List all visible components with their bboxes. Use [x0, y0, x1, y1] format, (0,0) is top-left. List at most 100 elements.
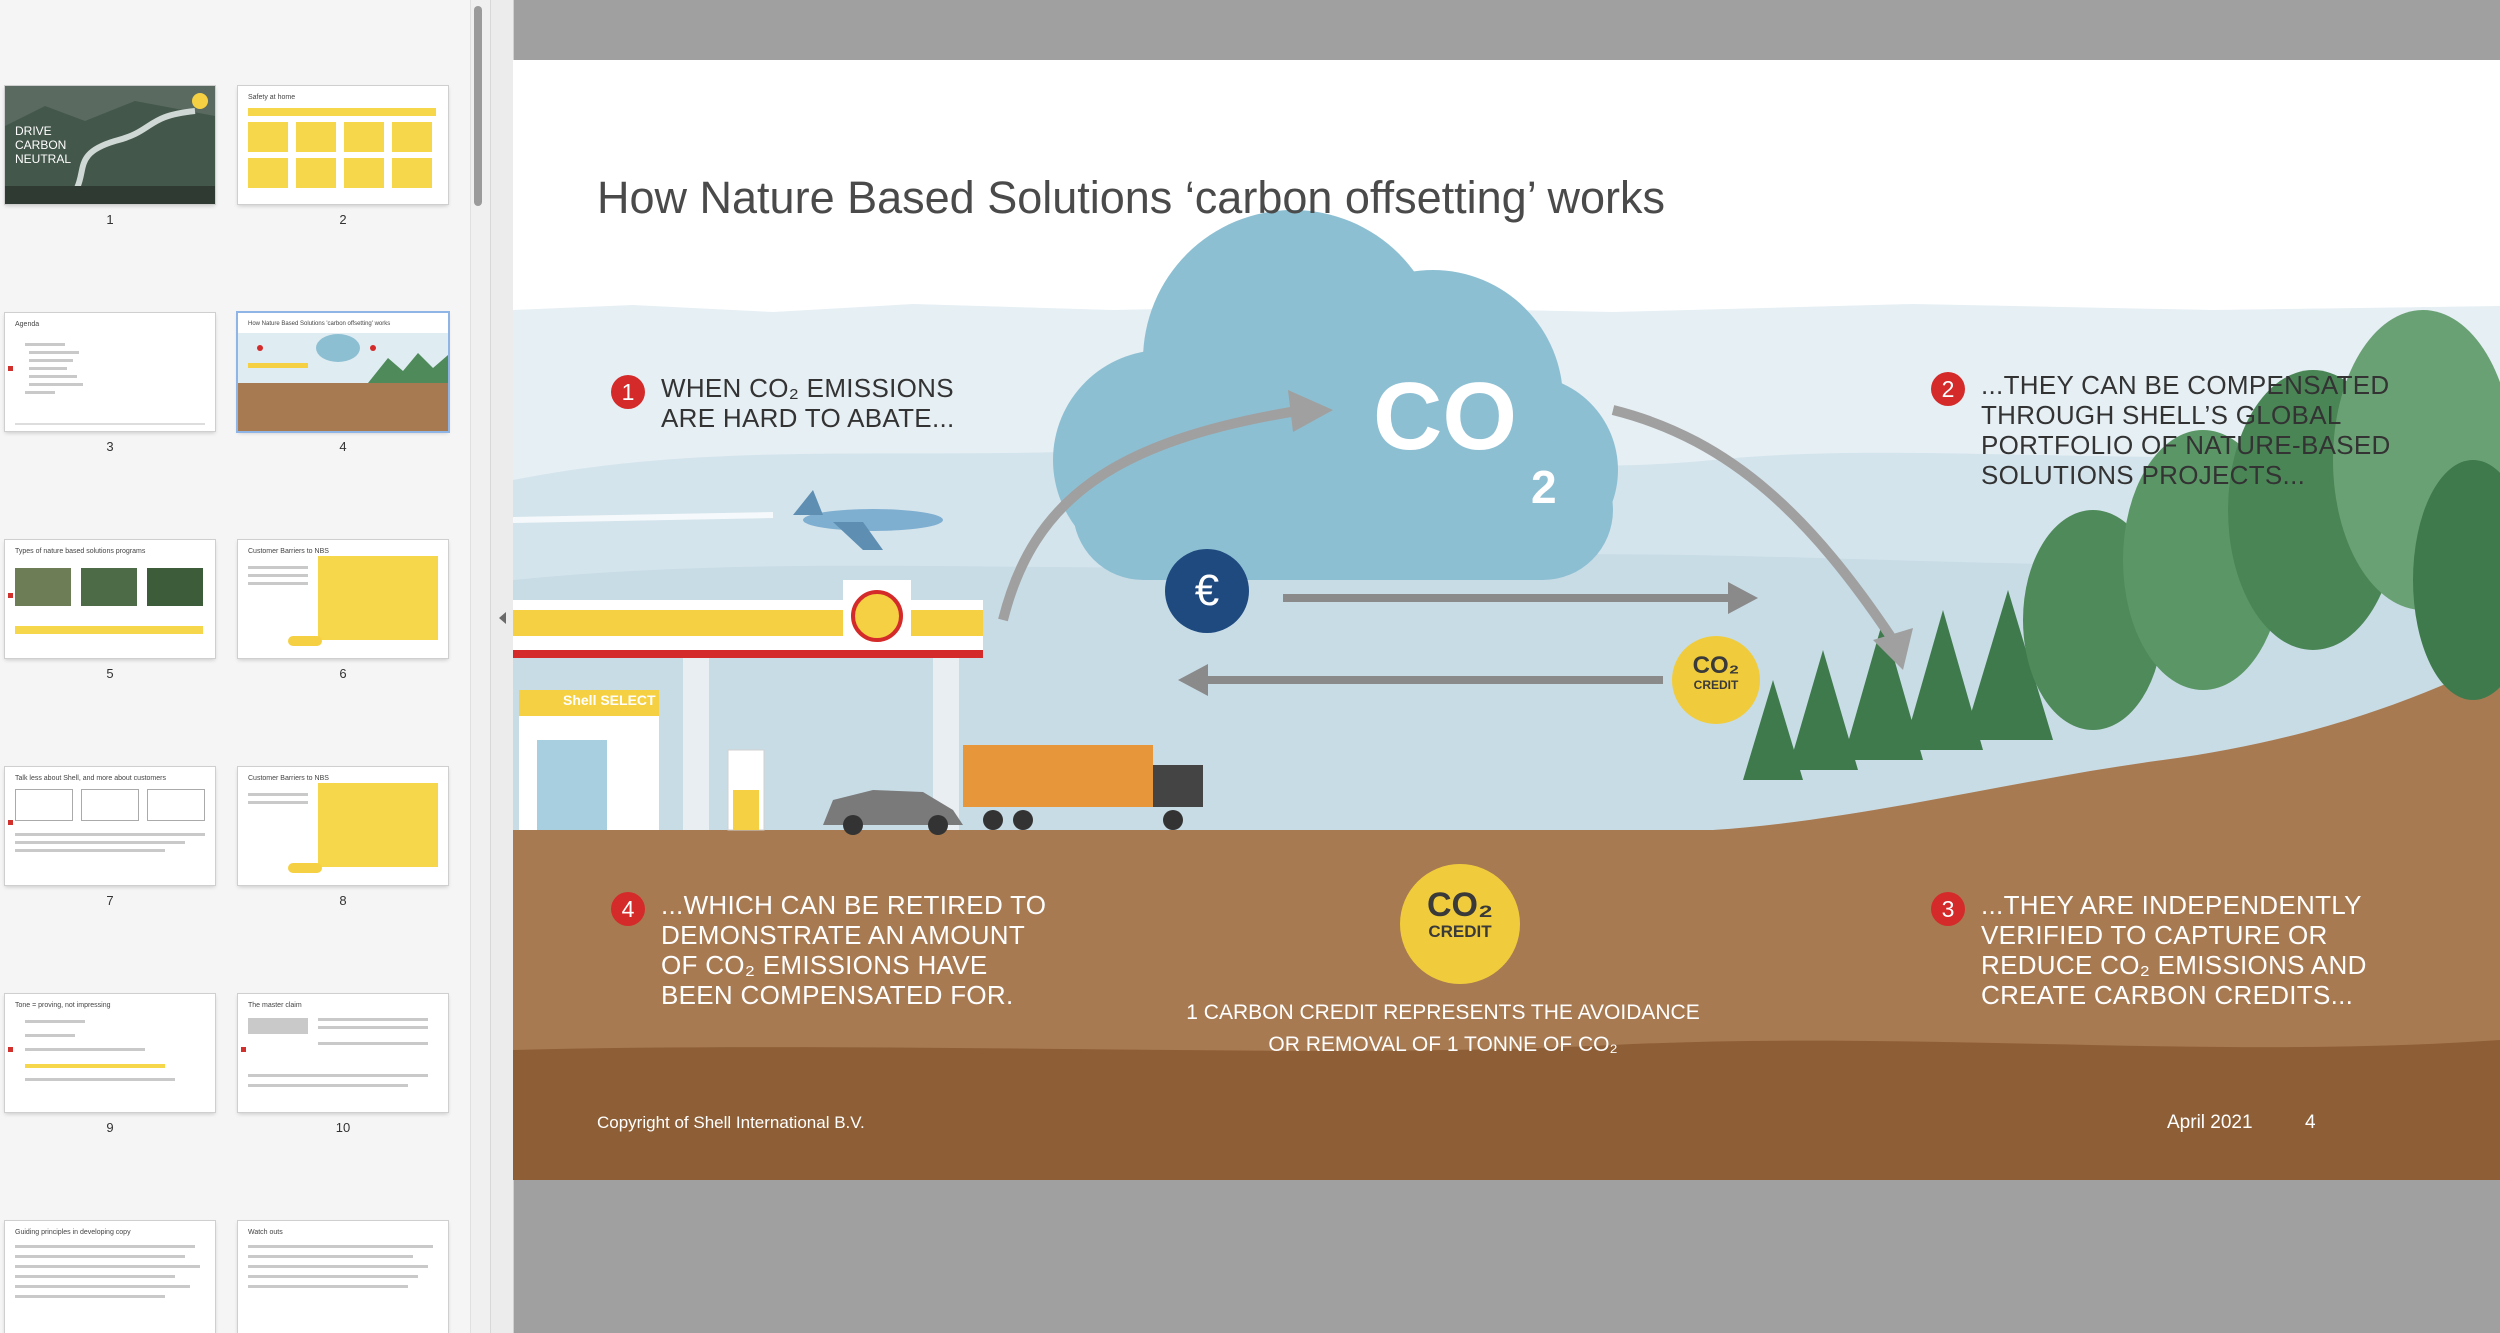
thumbnail-5-banner [15, 626, 203, 634]
thumbnail-2-title: Safety at home [248, 94, 296, 101]
slide-thumbnail-9[interactable]: Tone = proving, not impressing [5, 994, 215, 1112]
thumbnail-3-number: 3 [106, 439, 114, 454]
co2-cloud [1053, 210, 1618, 580]
step-2-line: ...THEY CAN BE COMPENSATED [1981, 370, 2390, 400]
thumbnail-2-card [344, 122, 384, 152]
thumbnail-10-line [248, 1018, 308, 1034]
thumbnail-3-line [29, 375, 77, 378]
thumbnail-12-line [248, 1285, 408, 1288]
thumbnail-11-line [15, 1285, 190, 1288]
thumbnail-7-box [147, 789, 205, 821]
thumbnail-scrollbar-thumb[interactable] [474, 6, 482, 206]
thumbnail-10-number: 10 [335, 1120, 351, 1135]
step-2-badge: 2 [1931, 372, 1965, 406]
thumbnail-6-box [318, 556, 438, 640]
step-3-text: ...THEY ARE INDEPENDENTLY VERIFIED TO CA… [1981, 890, 2367, 1010]
slide-thumbnail-12[interactable]: Watch outs [238, 1221, 448, 1333]
slide-thumbnail-5[interactable]: Types of nature based solutions programs [5, 540, 215, 658]
thumbnail-6-number: 6 [339, 666, 347, 681]
thumbnail-2-card [296, 122, 336, 152]
step-4-text: ...WHICH CAN BE RETIRED TO DEMONSTRATE A… [661, 890, 1046, 1010]
step-1-line: ARE HARD TO ABATE... [661, 403, 955, 433]
thumbnail-10-marker [241, 1047, 246, 1052]
thumbnail-2-card [248, 122, 288, 152]
slide-thumbnail-10[interactable]: The master claim [238, 994, 448, 1112]
thumbnail-2-card [392, 122, 432, 152]
thumbnail-9-line [25, 1034, 75, 1037]
carbon-credit-note: 1 CARBON CREDIT REPRESENTS THE AVOIDANCE… [1163, 997, 1723, 1061]
shop-sign: Shell SELECT [563, 692, 656, 708]
slide-title: How Nature Based Solutions ‘carbon offse… [597, 172, 1666, 223]
panel-splitter[interactable] [490, 0, 514, 1333]
thumbnail-7-box [15, 789, 73, 821]
thumbnail-12-title: Watch outs [248, 1229, 283, 1236]
slide-thumbnail-7[interactable]: Talk less about Shell, and more about cu… [5, 767, 215, 885]
slide-thumbnail-8[interactable]: Customer Barriers to NBS [238, 767, 448, 885]
thumbnail-7-line [15, 841, 185, 844]
forest [1743, 310, 2500, 780]
step-2-text: ...THEY CAN BE COMPENSATED THROUGH SHELL… [1981, 370, 2391, 490]
thumbnail-10-title: The master claim [248, 1002, 302, 1009]
slide-illustration [513, 210, 2500, 1180]
slide-thumbnail-4[interactable]: How Nature Based Solutions 'carbon offse… [238, 313, 448, 431]
coin-small-bottom: CREDIT [1693, 678, 1739, 692]
thumbnail-9-marker [8, 1047, 13, 1052]
thumbnail-6-title: Customer Barriers to NBS [248, 548, 329, 555]
thumbnail-7-box [81, 789, 139, 821]
thumbnail-7-title: Talk less about Shell, and more about cu… [15, 775, 166, 782]
thumbnail-8-title: Customer Barriers to NBS [248, 775, 329, 782]
thumbnail-4-number: 4 [339, 439, 347, 454]
slide-canvas[interactable]: How Nature Based Solutions ‘carbon offse… [513, 60, 2500, 1180]
thumbnail-8-pill [288, 863, 322, 873]
thumbnail-9-line [25, 1048, 145, 1051]
thumbnail-2-card [296, 158, 336, 188]
airplane [793, 490, 943, 550]
thumbnail-6-line [248, 582, 308, 585]
thumbnail-11-title: Guiding principles in developing copy [15, 1229, 131, 1236]
thumbnail-10-line [318, 1042, 428, 1045]
cloud-co2-subscript: 2 [1531, 461, 1557, 513]
step-4-line: OF CO₂ EMISSIONS HAVE [661, 950, 988, 980]
slide-thumbnail-panel[interactable]: DRIVE CARBON NEUTRAL 1 Safety at home 2 … [0, 0, 490, 1333]
thumbnail-3-line [29, 383, 83, 386]
thumbnail-10-line [248, 1074, 428, 1077]
thumbnail-11-line [15, 1255, 185, 1258]
step-1-line: WHEN CO₂ EMISSIONS [661, 373, 954, 403]
thumbnail-5-title: Types of nature based solutions programs [15, 548, 146, 555]
step-2-line: SOLUTIONS PROJECTS... [1981, 460, 2306, 490]
footer-date: April 2021 [2167, 1112, 2253, 1133]
thumbnail-7-line [15, 849, 165, 852]
slide-thumbnail-1[interactable]: DRIVE CARBON NEUTRAL [5, 86, 215, 204]
collapse-panel-icon[interactable] [499, 612, 506, 624]
thumbnail-11-line [15, 1275, 175, 1278]
thumbnail-1-title: DRIVE CARBON NEUTRAL [15, 124, 72, 166]
thumbnail-scrollbar[interactable] [470, 0, 490, 1333]
thumbnail-12-line [248, 1275, 418, 1278]
slide-thumbnail-3[interactable]: Agenda [5, 313, 215, 431]
thumbnail-10-line [318, 1026, 428, 1029]
co2-credit-coin-large: CO₂ CREDIT [1410, 888, 1510, 942]
thumbnail-9-highlight [25, 1064, 165, 1068]
thumbnail-1-landscape [5, 86, 215, 204]
thumbnail-2-card [248, 158, 288, 188]
thumbnail-5-marker [8, 593, 13, 598]
thumbnail-3-line [29, 351, 79, 354]
thumbnail-9-line [25, 1020, 85, 1023]
thumbnail-3-line [25, 391, 55, 394]
thumbnail-12-line [248, 1245, 433, 1248]
step-4-badge: 4 [611, 892, 645, 926]
thumbnail-3-footer [15, 423, 205, 425]
thumbnail-9-title: Tone = proving, not impressing [15, 1002, 111, 1009]
slide-thumbnail-6[interactable]: Customer Barriers to NBS [238, 540, 448, 658]
thumbnail-5-photo [147, 568, 203, 606]
thumbnail-8-line [248, 801, 308, 804]
coin-large-top: CO₂ [1426, 886, 1494, 924]
slide-thumbnail-11[interactable]: Guiding principles in developing copy [5, 1221, 215, 1333]
thumbnail-12-line [248, 1255, 413, 1258]
footer-copyright: Copyright of Shell International B.V. [597, 1113, 865, 1132]
slide-thumbnail-2[interactable]: Safety at home [238, 86, 448, 204]
step-3-line: CREATE CARBON CREDITS... [1981, 980, 2354, 1010]
step-2-line: PORTFOLIO OF NATURE-BASED [1981, 430, 2391, 460]
thumbnail-9-line [25, 1078, 175, 1081]
step-3-line: REDUCE CO₂ EMISSIONS AND [1981, 950, 2367, 980]
